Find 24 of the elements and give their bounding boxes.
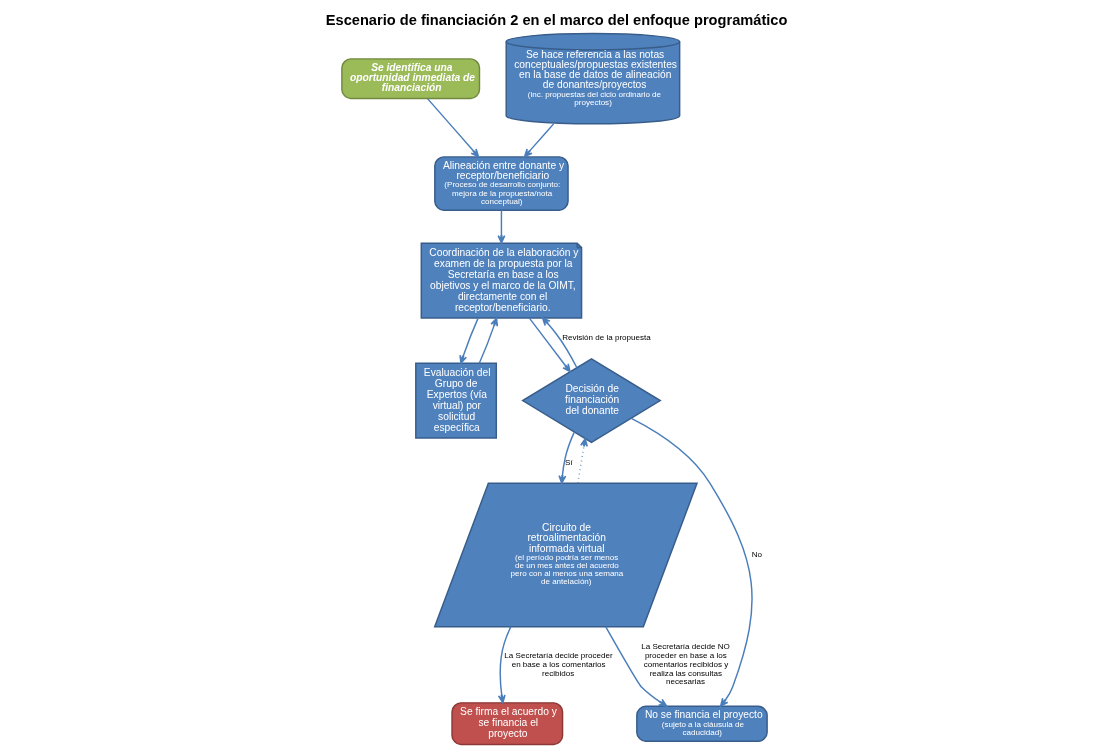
node-box: Evaluación del Grupo de Expertos (vía virtual) por solicitud específica <box>415 362 498 439</box>
node-box: No se financia el proyecto (sujeto a la cláusula de caducidad) <box>636 705 768 742</box>
node-box: Se firma el acuerdo y se financia el proyecto <box>451 702 564 746</box>
arrow <box>630 417 753 707</box>
arrow <box>605 626 668 707</box>
arrow <box>497 209 506 244</box>
arrow <box>523 123 555 158</box>
arrow <box>459 317 479 364</box>
node-box: Alineación entre donante y receptor/beneficiario (Proceso de desarrollo conjunto: mejora de la propuesta/nota conceptual) <box>434 156 569 212</box>
edge-label: La Secretaría decide proceder en base a los comentarios recibidos <box>504 651 613 678</box>
arrow <box>426 97 480 158</box>
arrow <box>528 317 571 373</box>
edge-label: Sí <box>565 457 573 467</box>
edge-label: No <box>751 550 763 560</box>
node-box: Se identifica una oportunidad inmediata de financiación <box>341 58 481 100</box>
edge-label: La Secretaría decide NO proceder en base a los comentarios recibidos y realiza las consultas necesarias <box>641 642 730 687</box>
node-diamond: Decisión de financiación del donante <box>521 358 662 444</box>
diagram-title: Escenario de financiación 2 en el marco del enfoque programático <box>325 12 788 29</box>
arrow <box>558 431 575 484</box>
arrow <box>497 626 512 704</box>
arrow <box>478 317 499 364</box>
arrow <box>541 317 578 369</box>
arrow <box>577 437 588 484</box>
edge-label: Revisión de la propuesta <box>562 333 651 343</box>
